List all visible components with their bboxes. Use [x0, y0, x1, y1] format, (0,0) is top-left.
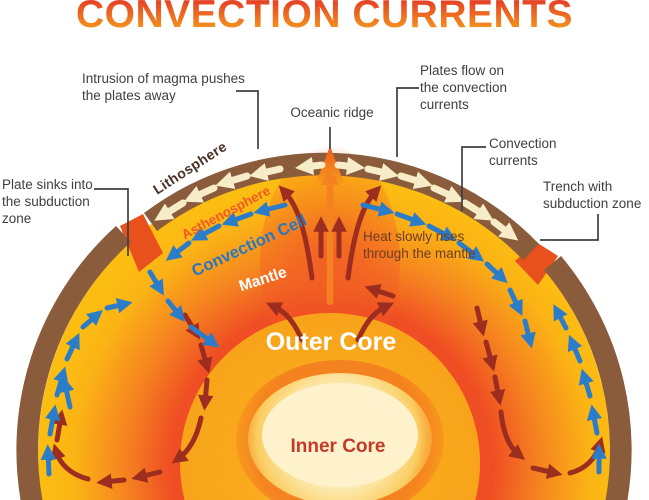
page-title: CONVECTION CURRENTS [0, 0, 649, 37]
left-subduction-wedge [120, 214, 163, 272]
annotation-convection-currents: Convection currents [489, 136, 557, 168]
annotation-oceanic-ridge: Oceanic ridge [290, 105, 374, 120]
crust-plate-arrows [154, 156, 519, 241]
convection-current-arrows [40, 201, 607, 477]
label-outer-core: Outer Core [265, 328, 397, 356]
annotation-plates-flow: Plates flow on the convection currents [420, 63, 508, 112]
annotation-intrusion: Intrusion of magma pushes the plates awa… [82, 71, 245, 103]
annotation-heat-rises: Heat slowly rises through the mantle [363, 229, 476, 261]
inner-core-region [236, 360, 444, 500]
leader-lines [94, 87, 599, 256]
label-inner-core: Inner Core [290, 436, 386, 457]
annotation-plate-sinks: Plate sinks into the subduction zone [2, 177, 93, 226]
annotation-trench: Trench with subduction zone [543, 179, 642, 211]
